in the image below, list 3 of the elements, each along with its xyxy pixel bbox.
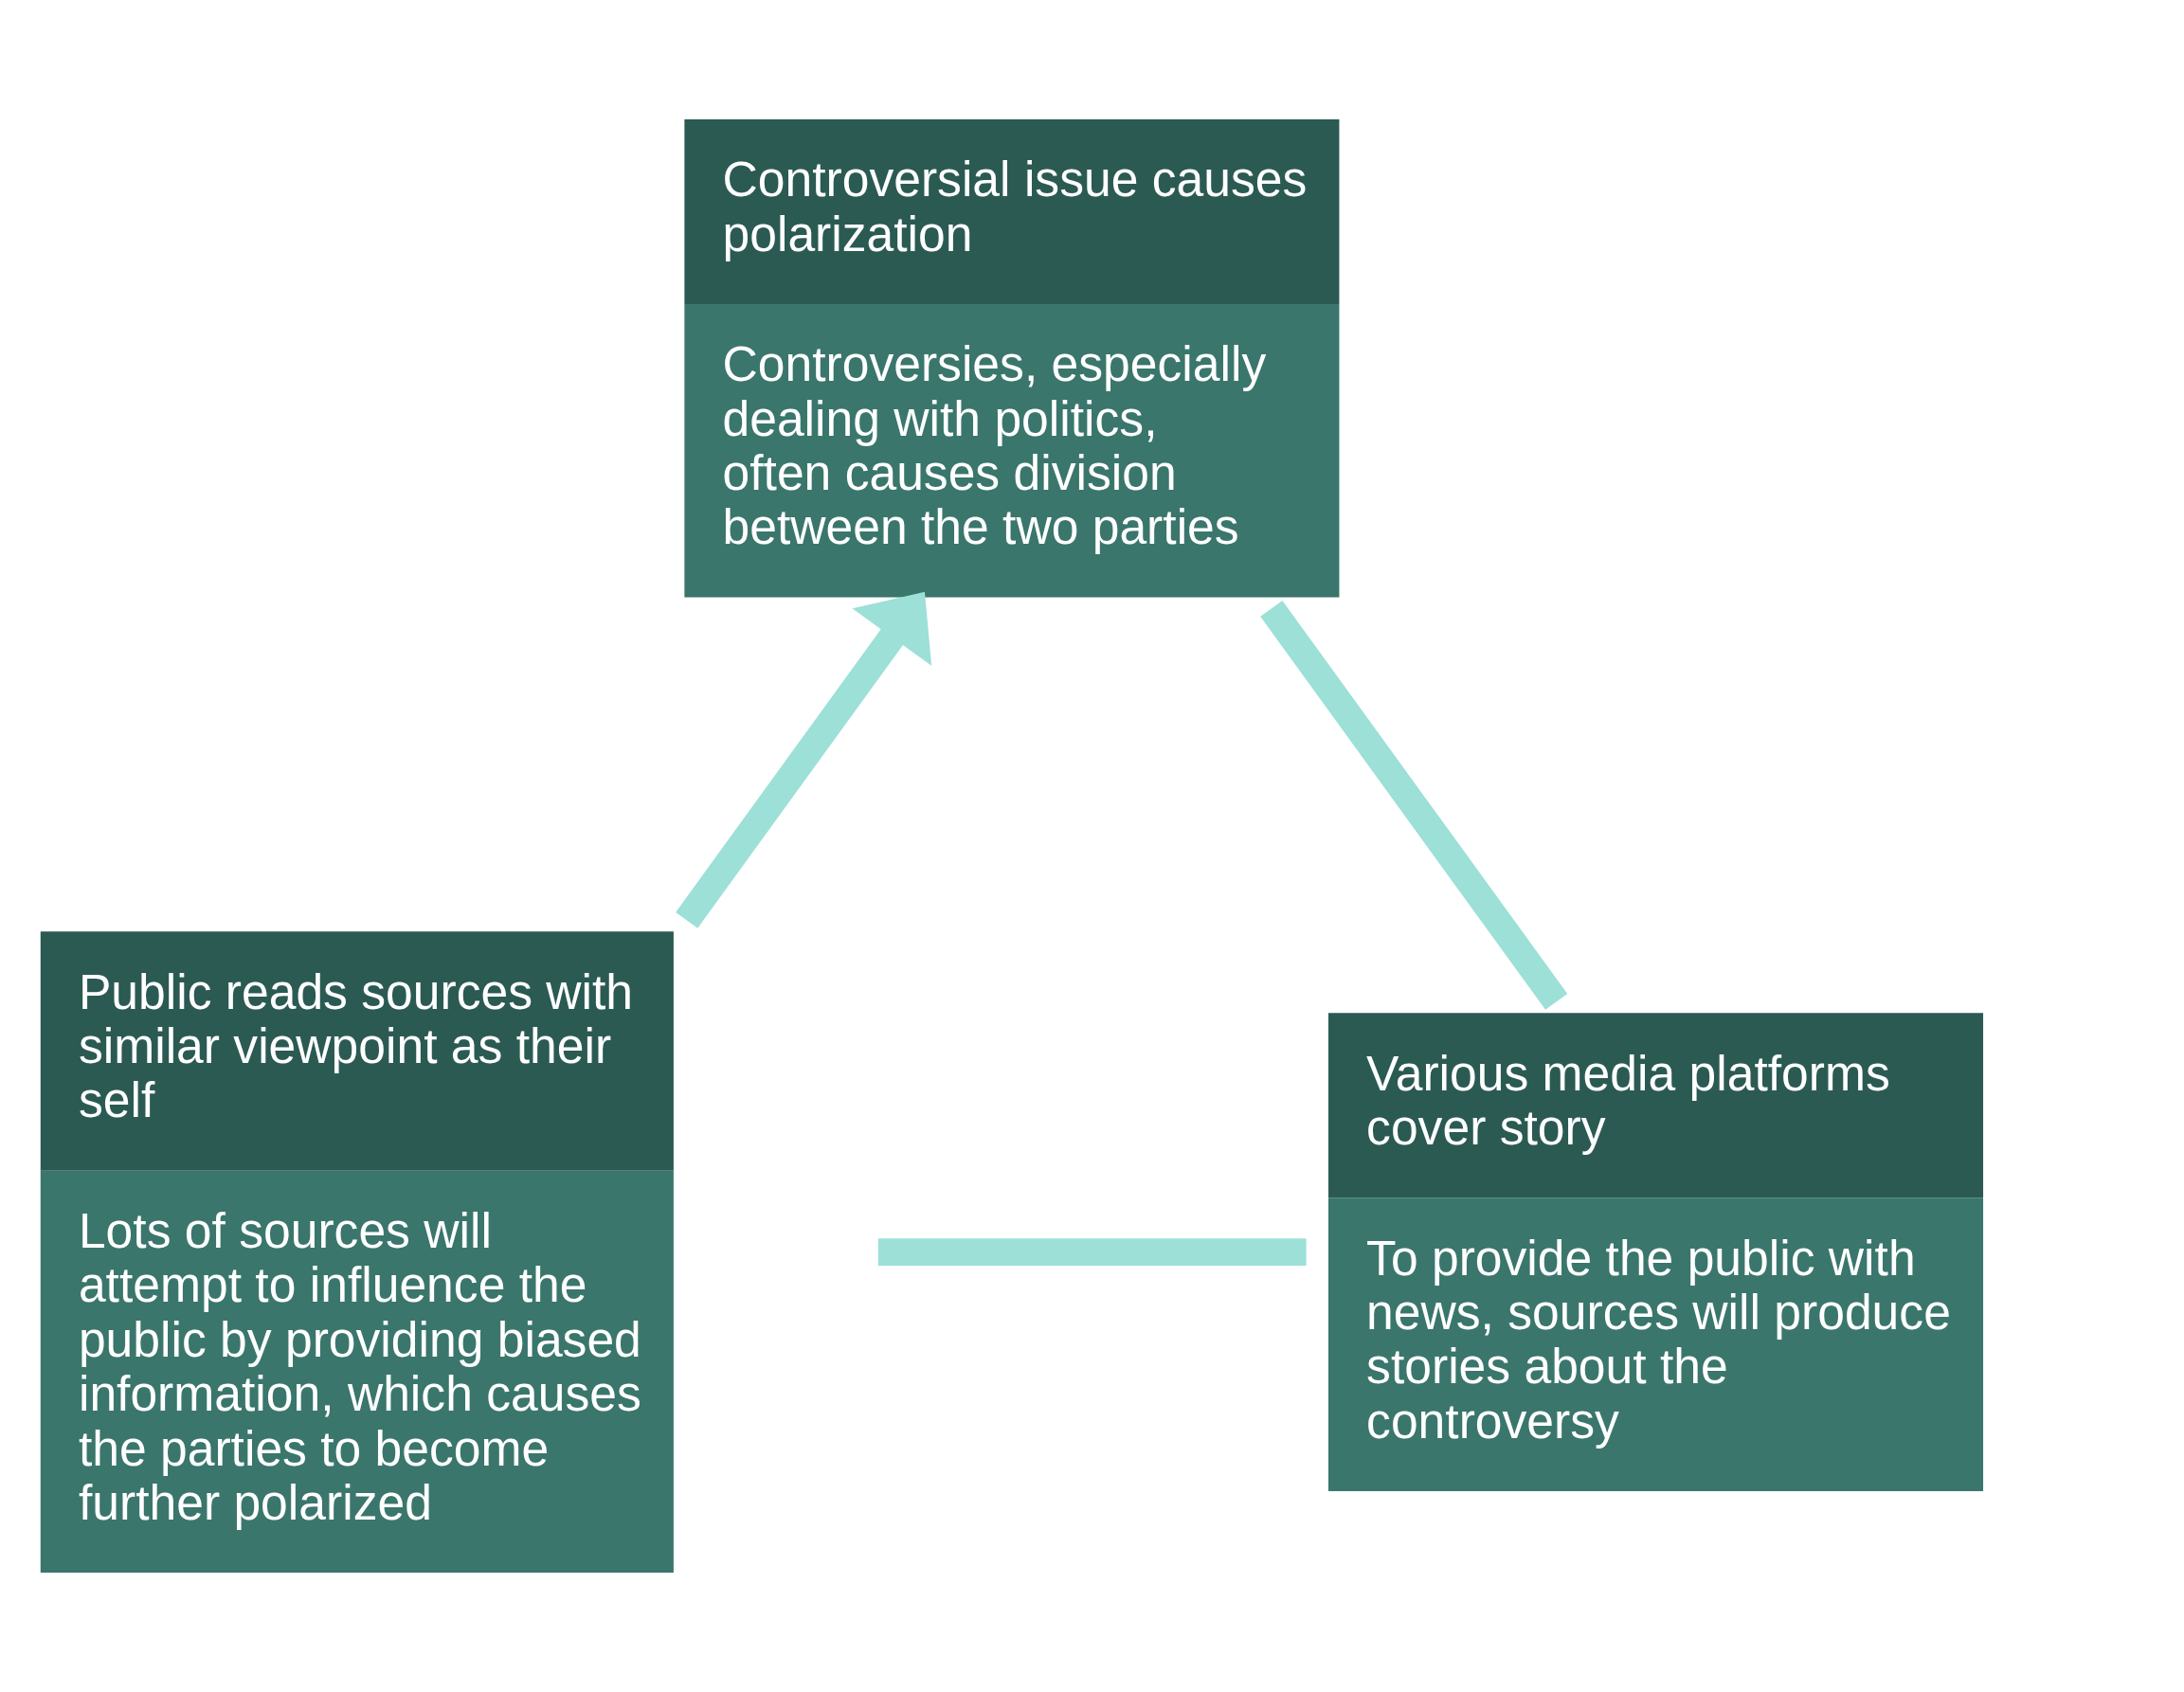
- arrow: [676, 591, 932, 928]
- connector: [1260, 600, 1568, 1010]
- connector: [877, 1238, 1307, 1267]
